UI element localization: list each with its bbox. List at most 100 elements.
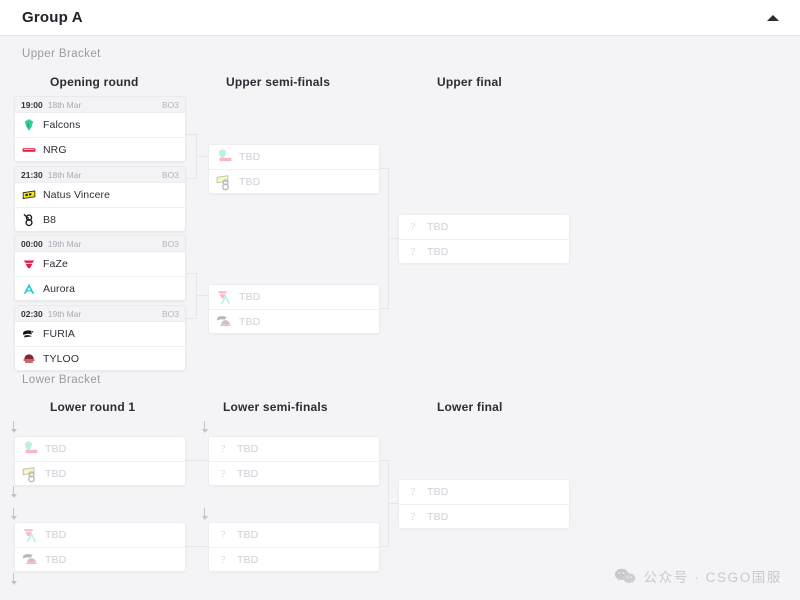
- connector: [388, 503, 398, 504]
- team-row[interactable]: B8: [15, 207, 185, 231]
- nrg-logo: [22, 143, 36, 157]
- team-row[interactable]: NRG: [15, 137, 185, 161]
- lower-bracket-label: Lower Bracket: [22, 374, 101, 386]
- drop-arrow-icon: [9, 421, 18, 433]
- watermark: 公众号 · CSGO国服: [614, 566, 782, 586]
- team-row[interactable]: ? TBD: [399, 239, 569, 263]
- team-row[interactable]: TBD: [15, 523, 185, 547]
- question-icon: ?: [410, 245, 416, 258]
- match-time: 00:00: [21, 238, 43, 249]
- team-row[interactable]: FaZe: [15, 252, 185, 276]
- match-card-lr1m1[interactable]: TBD TBD: [14, 436, 186, 486]
- team-row[interactable]: Falcons: [15, 113, 185, 137]
- match-card-ur1m1[interactable]: 19:00 18th Mar BO3 Falcons NRG: [14, 96, 186, 162]
- falcons-logo: [24, 441, 33, 452]
- round-title-opening-round: Opening round: [50, 75, 139, 89]
- aurora-logo: [220, 294, 231, 304]
- round-title-lower-semi-finals: Lower semi-finals: [223, 400, 328, 414]
- faze-logo: [22, 257, 36, 271]
- drop-arrow-icon: [9, 508, 18, 520]
- team-row[interactable]: ? TBD: [399, 215, 569, 239]
- connector: [196, 156, 208, 157]
- connector: [376, 308, 388, 309]
- team-row[interactable]: ? TBD: [209, 437, 379, 461]
- question-icon: ?: [410, 221, 416, 233]
- team-name: TBD: [427, 486, 449, 498]
- match-card-lsf2[interactable]: ? TBD ? TBD: [208, 522, 380, 572]
- match-meta: 19:00 18th Mar BO3: [15, 97, 185, 113]
- match-meta: 02:30 19th Mar BO3: [15, 306, 185, 322]
- question-icon: ?: [410, 486, 416, 498]
- match-meta: 21:30 18th Mar BO3: [15, 167, 185, 183]
- team-name: TBD: [427, 221, 449, 233]
- match-card-lower-final[interactable]: ? TBD ? TBD: [398, 479, 570, 529]
- question-icon: ?: [220, 529, 226, 541]
- question-icon: ?: [220, 553, 226, 566]
- round-title-lower-final: Lower final: [437, 400, 503, 414]
- team-name: Falcons: [43, 119, 81, 131]
- nrg-logo: [25, 449, 38, 454]
- team-row[interactable]: FURIA: [15, 322, 185, 346]
- team-name: NRG: [43, 143, 67, 156]
- team-name: TBD: [45, 529, 67, 541]
- match-card-usf2[interactable]: TBD TBD: [208, 284, 380, 334]
- team-name: TBD: [239, 175, 261, 188]
- drop-arrow-icon: [9, 486, 18, 498]
- faze-logo: [23, 529, 34, 537]
- connector: [186, 134, 196, 135]
- match-card-lsf1[interactable]: ? TBD ? TBD: [208, 436, 380, 486]
- match-card-lr1m2[interactable]: TBD TBD: [14, 522, 186, 572]
- b8-logo: [22, 213, 36, 227]
- team-row[interactable]: ? TBD: [209, 523, 379, 547]
- team-name: TBD: [45, 553, 67, 566]
- team-row[interactable]: TYLOO: [15, 346, 185, 370]
- aurora-logo: [26, 532, 37, 542]
- question-icon: ?: [220, 467, 226, 480]
- team-row[interactable]: TBD: [15, 547, 185, 571]
- furia-logo: [217, 315, 227, 321]
- team-row[interactable]: TBD: [209, 145, 379, 169]
- team-name: TBD: [237, 529, 259, 541]
- b8-logo: [28, 470, 35, 482]
- team-row[interactable]: Aurora: [15, 276, 185, 300]
- team-row[interactable]: ? TBD: [209, 461, 379, 485]
- match-card-ur1m4[interactable]: 02:30 19th Mar BO3 FURIA TYLOO: [14, 305, 186, 371]
- match-card-upper-final[interactable]: ? TBD ? TBD: [398, 214, 570, 264]
- collapse-group-button[interactable]: [764, 10, 782, 26]
- round-title-upper-final: Upper final: [437, 75, 502, 89]
- navi-logo: [22, 188, 36, 202]
- question-icon: ?: [410, 510, 416, 523]
- drop-arrow-icon: [200, 508, 209, 520]
- team-row[interactable]: ? TBD: [209, 547, 379, 571]
- team-row[interactable]: TBD: [15, 461, 185, 485]
- team-row[interactable]: ? TBD: [399, 504, 569, 528]
- team-row[interactable]: TBD: [15, 437, 185, 461]
- team-logo-stack: [216, 314, 232, 330]
- match-card-ur1m3[interactable]: 00:00 19th Mar BO3 FaZe Aurora: [14, 235, 186, 301]
- aurora-logo: [22, 282, 36, 296]
- team-row[interactable]: Natus Vincere: [15, 183, 185, 207]
- team-row[interactable]: TBD: [209, 309, 379, 333]
- connector: [186, 178, 196, 179]
- page-title: Group A: [22, 9, 83, 26]
- round-title-lower-round-1: Lower round 1: [50, 400, 136, 414]
- navi-logo: [22, 466, 35, 475]
- team-row[interactable]: TBD: [209, 169, 379, 193]
- team-name: Aurora: [43, 282, 76, 295]
- team-row[interactable]: TBD: [209, 285, 379, 309]
- connector: [186, 460, 208, 461]
- connector: [186, 546, 208, 547]
- match-card-usf1[interactable]: TBD TBD: [208, 144, 380, 194]
- group-header: Group A: [0, 0, 800, 36]
- match-date: 19th Mar: [47, 308, 82, 319]
- match-card-ur1m2[interactable]: 21:30 18th Mar BO3 Natus Vincere B8: [14, 166, 186, 232]
- team-row[interactable]: ? TBD: [399, 480, 569, 504]
- team-name: TBD: [239, 315, 261, 328]
- match-date: 19th Mar: [47, 238, 82, 249]
- team-name: TBD: [239, 291, 261, 303]
- chevron-up-icon: [767, 15, 779, 21]
- team-name: TBD: [237, 467, 259, 480]
- team-logo-stack: [22, 466, 38, 482]
- match-time: 19:00: [21, 99, 43, 110]
